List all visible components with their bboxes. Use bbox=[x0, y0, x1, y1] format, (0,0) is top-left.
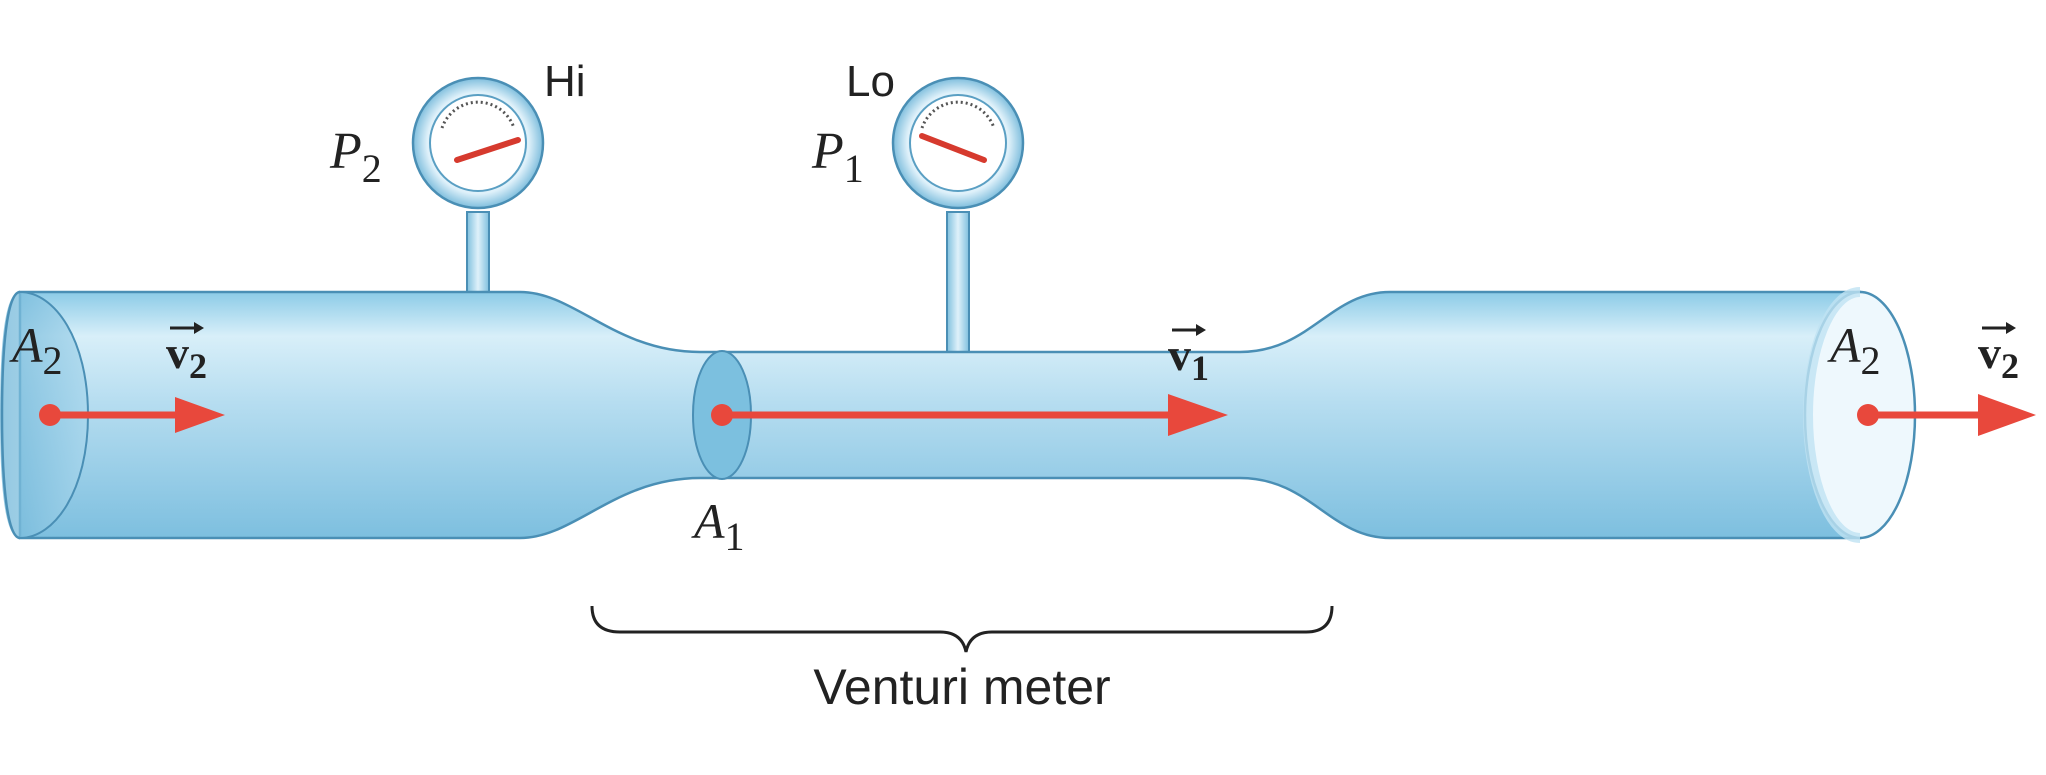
svg-text:v2: v2 bbox=[166, 327, 207, 386]
velocity-outlet-label: v2 bbox=[1978, 322, 2019, 386]
velocity-arrow-outlet bbox=[1857, 394, 2036, 436]
svg-text:v2: v2 bbox=[1978, 327, 2019, 386]
velocity-arrow-throat bbox=[711, 394, 1228, 436]
pressure-gauge-left bbox=[411, 76, 545, 210]
svg-text:v1: v1 bbox=[1168, 329, 1209, 388]
outlet-inner-shade bbox=[1802, 287, 1861, 543]
gauge-left-tag: Hi bbox=[544, 57, 586, 106]
venturi-meter-label: Venturi meter bbox=[813, 659, 1110, 715]
area-outlet-label: A2 bbox=[1827, 317, 1881, 383]
area-inlet-label: A2 bbox=[9, 317, 63, 383]
inlet-end-left-edge bbox=[0, 290, 21, 540]
velocity-inlet-label: v2 bbox=[166, 322, 207, 386]
gauge-needle-left bbox=[454, 137, 521, 163]
area-throat-label: A1 bbox=[691, 493, 745, 559]
gauge-right-tag: Lo bbox=[846, 57, 895, 106]
gauge-stem-left bbox=[466, 211, 490, 297]
gauge-needle-right bbox=[919, 133, 987, 163]
gauge-stem-right bbox=[946, 211, 970, 355]
pressure-gauge-right bbox=[891, 76, 1025, 210]
velocity-throat-label: v1 bbox=[1168, 324, 1209, 388]
velocity-arrow-inlet bbox=[39, 397, 225, 433]
gauge-left-label: P2 bbox=[329, 123, 382, 191]
gauge-right-label: P1 bbox=[811, 123, 864, 191]
venturi-brace bbox=[590, 605, 1334, 653]
